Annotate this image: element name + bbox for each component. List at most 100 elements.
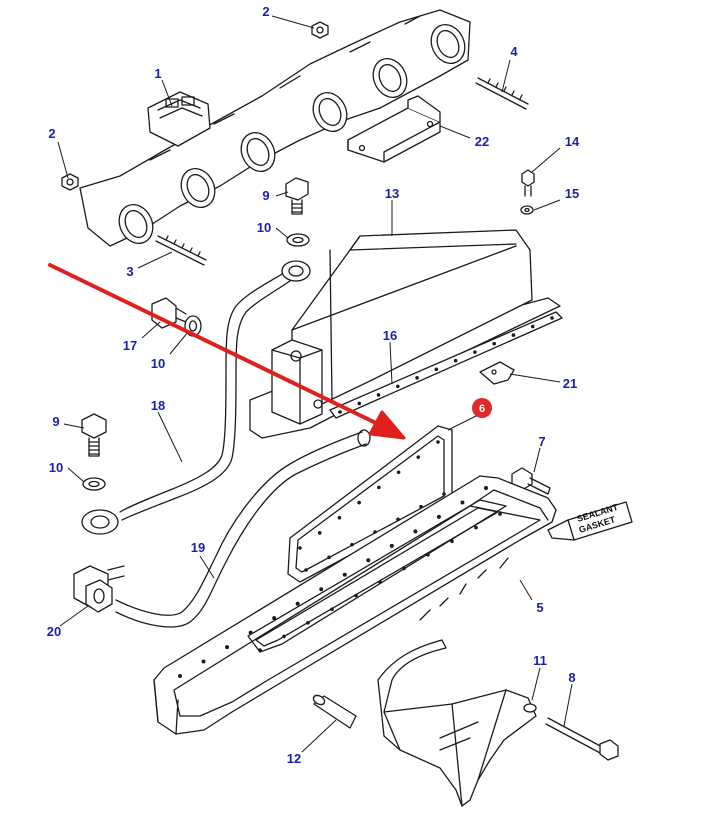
bolt-hole xyxy=(396,384,400,389)
highlight-badge-circle xyxy=(472,398,492,418)
callout-label: 2 xyxy=(262,4,269,19)
bolt-hole xyxy=(282,634,286,639)
bolt-hole xyxy=(330,607,334,611)
bolt-hole xyxy=(550,316,554,320)
bolt-hole xyxy=(295,601,300,606)
bolt-hole xyxy=(396,470,401,475)
callout-label: 10 xyxy=(151,356,165,371)
bolt-hole xyxy=(327,555,331,560)
callout-label: 13 xyxy=(385,186,399,201)
bolt-hole xyxy=(201,659,206,664)
callout-label: 7 xyxy=(538,434,545,449)
callout-label: 22 xyxy=(475,134,489,149)
union-fitting xyxy=(151,297,187,329)
callout-label: 2 xyxy=(48,126,55,141)
bolt-hole xyxy=(389,543,394,548)
bolt-hole xyxy=(342,572,347,577)
callout-labels: 1 2 2 3 4 22 14 15 9 10 13 17 10 16 21 9… xyxy=(47,4,580,766)
bolt-hole xyxy=(337,515,342,520)
bolt-hole xyxy=(376,393,381,397)
leader-lines xyxy=(57,15,573,753)
bolt-hole xyxy=(436,514,441,519)
oil-pipe xyxy=(81,260,311,535)
dowel-pin xyxy=(312,694,357,729)
bolt-hole xyxy=(396,517,400,522)
bolt-hole xyxy=(415,376,419,380)
bolt-hole xyxy=(373,530,377,534)
small-bolt xyxy=(521,169,535,197)
manifold-nut-left xyxy=(61,173,79,191)
manifold-nut-top xyxy=(311,21,329,39)
callout-label: 9 xyxy=(262,188,269,203)
bolt-hole xyxy=(377,485,381,490)
callout-label: 17 xyxy=(123,338,137,353)
banjo-bolt-lower xyxy=(81,413,107,457)
bolt-hole xyxy=(460,500,465,505)
bolt-hole xyxy=(426,553,430,557)
bolt-hole xyxy=(473,350,477,354)
callout-label: 12 xyxy=(287,751,301,766)
bolt-hole xyxy=(298,546,302,550)
bolt-hole xyxy=(442,492,446,496)
bolt-hole xyxy=(357,500,361,505)
bolt-hole xyxy=(450,539,454,543)
bolt-hole xyxy=(317,531,322,535)
bolt-hole xyxy=(248,630,253,635)
bolt-hole xyxy=(338,410,342,414)
elbow-fitting xyxy=(73,565,125,613)
bolt-hole xyxy=(484,486,488,490)
bolt-hole xyxy=(272,616,277,621)
sealing-washer-upper xyxy=(286,233,310,247)
banjo-bolt-upper xyxy=(285,177,309,215)
manifold-stud-upper xyxy=(475,77,529,110)
callout-label: 10 xyxy=(49,460,63,475)
bolt-hole xyxy=(225,645,230,650)
bolt-hole xyxy=(492,341,496,346)
bolt-hole xyxy=(511,333,516,337)
bracket xyxy=(347,95,441,163)
bolt-hole xyxy=(306,621,310,625)
bolt-hole xyxy=(304,568,308,572)
callout-label: 16 xyxy=(383,328,397,343)
bolt-hole xyxy=(178,674,182,678)
bolt-hole xyxy=(419,504,423,509)
highlight-arrow xyxy=(48,263,406,440)
bolt-hole xyxy=(354,593,358,598)
bolt-hole xyxy=(498,512,502,516)
bolt-hole xyxy=(416,455,421,459)
bolt-hole xyxy=(402,566,406,571)
mounting-bolt xyxy=(545,717,619,761)
highlight-badge-label: 6 xyxy=(479,403,485,415)
bolt-hole xyxy=(413,529,418,534)
callout-label: 4 xyxy=(510,44,518,59)
small-washer xyxy=(520,205,534,215)
callout-label: 20 xyxy=(47,624,61,639)
highlight-badge: 6 xyxy=(472,398,492,418)
bolt-hole xyxy=(453,358,458,363)
callout-label: 1 xyxy=(154,66,161,81)
bolt-hole xyxy=(258,648,262,652)
callout-label: 8 xyxy=(568,670,575,685)
callout-label: 21 xyxy=(563,376,577,391)
callout-label: 5 xyxy=(536,600,543,615)
callout-label: 11 xyxy=(533,653,547,668)
bolt-hole xyxy=(530,324,535,329)
callout-label: 9 xyxy=(52,414,59,429)
callout-label: 3 xyxy=(126,264,133,279)
bolt-hole xyxy=(474,525,478,530)
bolt-hole xyxy=(350,542,354,547)
bolt-hole xyxy=(319,587,324,592)
clip xyxy=(479,361,515,385)
bolt-hole xyxy=(357,401,362,406)
sealing-washer-lower xyxy=(82,477,106,491)
exhaust-manifold xyxy=(79,9,471,247)
return-pipe xyxy=(115,429,371,628)
callout-label: 19 xyxy=(191,540,205,555)
callout-label: 14 xyxy=(565,134,580,149)
bolt-hole xyxy=(366,558,371,563)
callout-label: 10 xyxy=(257,220,271,235)
cooler-housing xyxy=(153,475,557,735)
bolt-hole xyxy=(434,367,439,372)
